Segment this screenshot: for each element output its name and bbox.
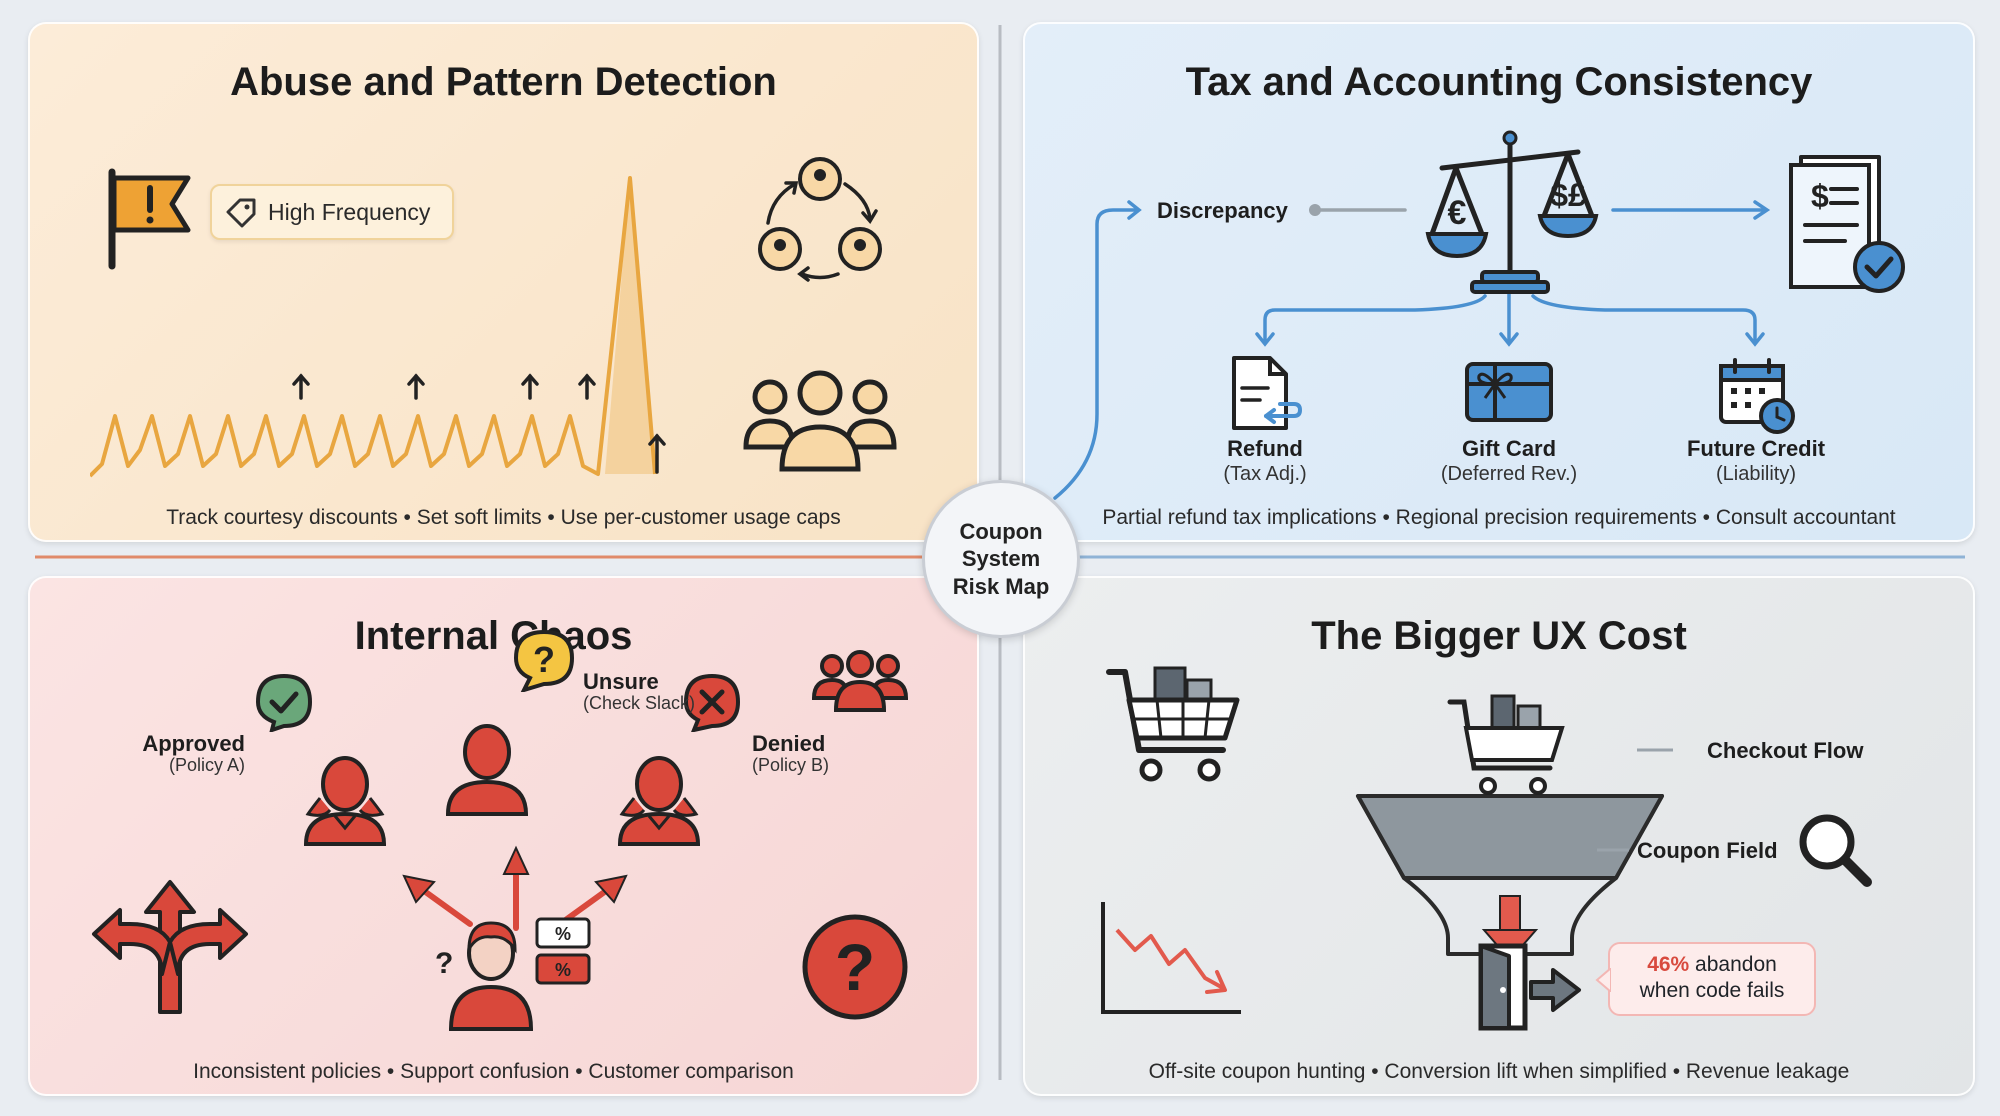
- exit-door-icon: [1478, 943, 1581, 1031]
- abandon-line2: when code fails: [1639, 979, 1785, 1003]
- user-cycle-icon: [758, 157, 882, 282]
- denied-sub: (Policy B): [752, 755, 830, 776]
- unsure-label: Unsure: [583, 669, 659, 694]
- person-icon: [303, 756, 387, 846]
- decline-chart-icon: [1101, 902, 1241, 1014]
- tax-panel: Tax and Accounting Consistency Discrepan…: [1023, 22, 1975, 542]
- checkout-flow-label: Checkout Flow: [1707, 738, 1864, 763]
- cart-icon: [1106, 666, 1240, 782]
- user-group-icon: [743, 370, 897, 472]
- future-credit-sub: (Liability): [1715, 463, 1797, 486]
- abandon-percent: 46%: [1647, 953, 1690, 976]
- hub-line2: System: [961, 546, 1041, 572]
- refund-sub: (Tax Adj.): [1223, 463, 1307, 486]
- magnifier-icon: [1799, 814, 1872, 887]
- ux-footer: Off-site coupon hunting • Conversion lif…: [1148, 1060, 1850, 1083]
- risk-map-hub: Coupon System Risk Map: [922, 480, 1080, 638]
- high-frequency-tag: High Frequency: [210, 184, 454, 240]
- split-arrow-icon: [92, 880, 248, 1014]
- future-credit-label: Future Credit: [1686, 436, 1826, 461]
- frequency-spike-chart: [90, 176, 666, 478]
- svg-text:$£: $£: [1550, 177, 1586, 213]
- gift-card-sub: (Deferred Rev.): [1440, 463, 1578, 486]
- user-group-icon: [811, 650, 909, 712]
- tax-title: Tax and Accounting Consistency: [1185, 60, 1813, 104]
- abuse-panel: Abuse and Pattern Detection High Frequen…: [28, 22, 979, 542]
- denied-group: Denied (Policy B): [752, 731, 830, 776]
- scale-icon: € $£: [1425, 130, 1599, 294]
- discrepancy-label: Discrepancy: [1157, 198, 1288, 223]
- svg-text:?: ?: [533, 639, 555, 680]
- svg-text:$: $: [1811, 178, 1829, 214]
- approved-sub: (Policy A): [168, 755, 245, 776]
- hub-line1: Coupon: [959, 518, 1043, 544]
- svg-text:?: ?: [435, 947, 453, 980]
- flag-icon: [108, 168, 191, 270]
- chaos-panel: Internal Chaos ? Approved (Policy A) Uns…: [28, 576, 979, 1096]
- future-credit-item: Future Credit (Liability): [1641, 436, 1871, 486]
- question-icon: ?: [513, 629, 575, 692]
- hub-line3: Risk Map: [952, 573, 1050, 599]
- funnel-icon: [1356, 694, 1664, 956]
- check-icon: [255, 673, 313, 732]
- abuse-footer: Track courtesy discounts • Set soft limi…: [166, 506, 841, 529]
- svg-text:%: %: [555, 924, 571, 944]
- question-icon: ?: [802, 914, 908, 1020]
- chaos-title: Internal Chaos: [354, 614, 633, 658]
- svg-text:%: %: [555, 960, 571, 980]
- gift-card-item: Gift Card (Deferred Rev.): [1399, 436, 1619, 486]
- gift-card-label: Gift Card: [1461, 436, 1557, 461]
- refund-label: Refund: [1227, 436, 1303, 461]
- approved-label: Approved: [142, 731, 245, 756]
- ux-panel: The Bigger UX Cost Checkout Flow Coupon …: [1023, 576, 1975, 1096]
- abandon-word: abandon: [1689, 953, 1777, 976]
- tag-icon: [226, 198, 256, 228]
- abandon-callout: 46% abandon when code fails: [1608, 942, 1816, 1016]
- person-icon: [445, 724, 529, 816]
- funnel-label-lines: [1597, 748, 1673, 852]
- unsure-sub: (Check Slack): [583, 693, 696, 714]
- ux-title: The Bigger UX Cost: [1311, 614, 1687, 658]
- approved-group: Approved (Policy A): [135, 731, 245, 776]
- refund-doc-icon: [1232, 356, 1303, 430]
- callout-pointer: [1595, 968, 1611, 992]
- person-icon: [617, 756, 701, 846]
- chaos-footer: Inconsistent policies • Support confusio…: [193, 1060, 794, 1083]
- abuse-title: Abuse and Pattern Detection: [230, 60, 777, 104]
- svg-text:€: €: [1448, 194, 1467, 232]
- gift-card-icon: [1465, 362, 1553, 422]
- tax-footer: Partial refund tax implications • Region…: [1102, 506, 1896, 529]
- cross-icon: [683, 673, 741, 732]
- svg-text:?: ?: [835, 930, 875, 1004]
- invoice-check-icon: $: [1789, 155, 1905, 293]
- unsure-group: Unsure (Check Slack): [583, 669, 696, 714]
- denied-label: Denied: [752, 731, 826, 756]
- confused-agent-icon: ? % %: [435, 917, 591, 1031]
- high-frequency-label: High Frequency: [268, 199, 431, 225]
- tax-flow-connectors: [1053, 200, 1771, 500]
- calendar-clock-icon: [1719, 358, 1795, 434]
- coupon-field-label: Coupon Field: [1637, 838, 1778, 863]
- refund-item: Refund (Tax Adj.): [1165, 436, 1365, 486]
